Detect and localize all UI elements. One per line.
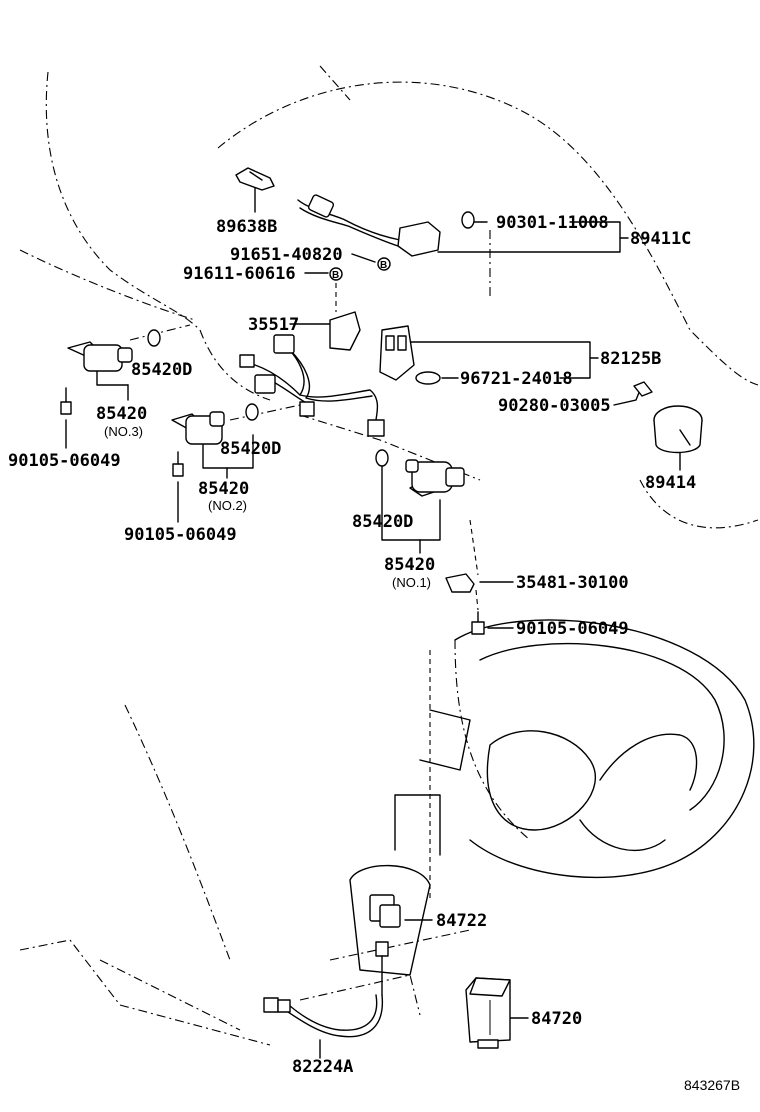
part-89638b-drawing bbox=[235, 167, 275, 191]
wire-harness-drawing bbox=[239, 334, 385, 437]
label-89638b: 89638B bbox=[216, 217, 277, 237]
svg-text:B: B bbox=[380, 260, 387, 271]
part-90280-drawing bbox=[633, 381, 653, 397]
label-89414: 89414 bbox=[645, 473, 696, 493]
label-90280-03005: 90280-03005 bbox=[498, 396, 611, 416]
label-91651-40820: 91651-40820 bbox=[230, 245, 343, 265]
svg-text:B: B bbox=[332, 270, 339, 281]
bolt-mark-1: B bbox=[377, 257, 391, 271]
bolt-90105-no1-drawing bbox=[471, 611, 485, 635]
part-labels: 89638B 90301-11008 89411C 91651-40820 91… bbox=[8, 213, 740, 1093]
label-84720: 84720 bbox=[531, 1009, 582, 1029]
part-85420-no1-drawing bbox=[375, 449, 465, 497]
part-35517-drawing bbox=[329, 311, 361, 351]
part-85420-no3-drawing bbox=[60, 329, 161, 415]
part-89411c-drawing bbox=[297, 194, 475, 257]
part-84722-drawing bbox=[349, 864, 431, 996]
part-82224a-drawing bbox=[263, 994, 384, 1038]
label-96721-24018: 96721-24018 bbox=[460, 369, 573, 389]
label-90301-11008: 90301-11008 bbox=[496, 213, 609, 233]
label-90105-no3: 90105-06049 bbox=[8, 451, 121, 471]
label-85420-no1: 85420 bbox=[384, 555, 435, 575]
label-85420-no3: 85420 bbox=[96, 404, 147, 424]
label-no1: (NO.1) bbox=[392, 575, 431, 590]
bolt-mark-2: B bbox=[329, 267, 343, 281]
label-84722: 84722 bbox=[436, 911, 487, 931]
label-90105-no2: 90105-06049 bbox=[124, 525, 237, 545]
label-35517: 35517 bbox=[248, 315, 299, 335]
label-89411c: 89411C bbox=[630, 229, 691, 249]
part-84720-drawing bbox=[465, 977, 511, 1049]
label-no2: (NO.2) bbox=[208, 498, 247, 513]
body-outline bbox=[19, 65, 759, 1046]
label-90105-no1: 90105-06049 bbox=[516, 619, 629, 639]
part-35481-drawing bbox=[445, 573, 475, 593]
leader-lines bbox=[65, 187, 681, 1059]
label-35481-30100: 35481-30100 bbox=[516, 573, 629, 593]
part-85420-no2-drawing bbox=[171, 403, 259, 477]
steering-wheel-outline bbox=[419, 619, 755, 879]
part-82125b-drawing bbox=[379, 325, 441, 385]
label-85420d-no1: 85420D bbox=[352, 512, 413, 532]
label-85420-no2: 85420 bbox=[198, 479, 249, 499]
label-no3: (NO.3) bbox=[104, 424, 143, 439]
label-91611-60616: 91611-60616 bbox=[183, 264, 296, 284]
label-82125b: 82125B bbox=[600, 349, 661, 369]
diagram-reference-number: 843267B bbox=[684, 1077, 740, 1093]
part-89414-drawing bbox=[653, 405, 703, 454]
label-85420d-no2: 85420D bbox=[220, 439, 281, 459]
label-85420d-no3: 85420D bbox=[131, 360, 192, 380]
label-82224a: 82224A bbox=[292, 1057, 353, 1077]
